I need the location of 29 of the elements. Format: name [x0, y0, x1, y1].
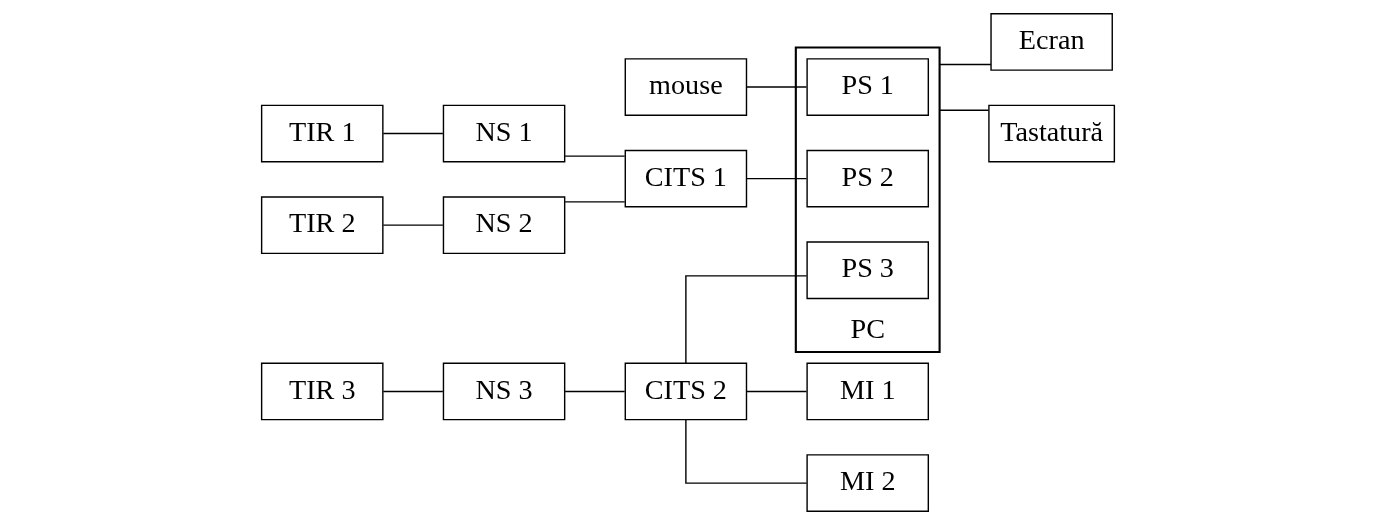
connector: [938, 63, 992, 66]
node-box: TIR 1: [260, 104, 384, 163]
connector: [563, 390, 625, 393]
connector: [684, 275, 807, 364]
connector: [382, 224, 444, 226]
connector: [938, 109, 989, 111]
node-box: MI 1: [805, 362, 929, 421]
node-box: NS 3: [442, 362, 565, 421]
node-box: CITS 2: [624, 362, 747, 421]
connector: [745, 390, 807, 393]
node-box: PS 2: [805, 149, 929, 208]
connector: [382, 390, 444, 393]
connector: [382, 132, 444, 135]
node-box: NS 2: [442, 196, 565, 255]
node-box: NS 1: [442, 104, 565, 163]
node-box: TIR 2: [260, 196, 384, 255]
node-box: Tastatură: [987, 104, 1115, 163]
node-box: CITS 1: [624, 149, 747, 208]
connector: [745, 86, 807, 88]
connector: [563, 201, 625, 203]
connector: [563, 155, 625, 157]
node-box: Ecran: [989, 13, 1113, 71]
connector: [684, 419, 807, 484]
connector: [745, 177, 807, 180]
node-box: PS 1: [805, 58, 929, 116]
node-box: PS 3: [805, 241, 929, 300]
node-box: TIR 3: [260, 362, 384, 421]
node-box: MI 2: [805, 454, 929, 512]
node-box: mouse: [624, 58, 747, 116]
